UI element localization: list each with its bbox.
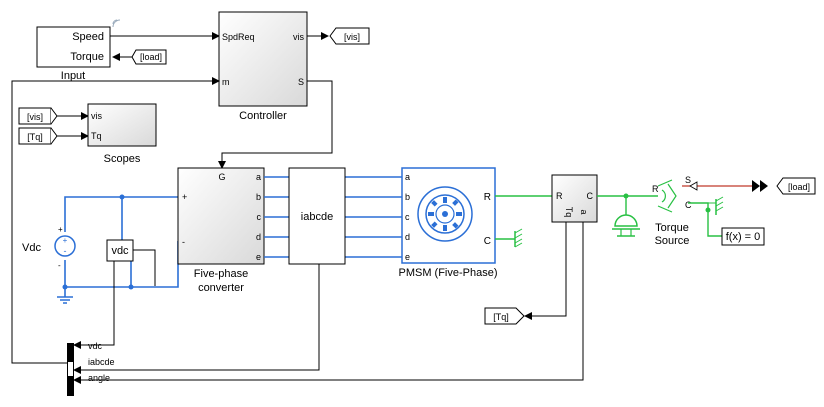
torque-source-block[interactable]: R C S Torque Source — [652, 175, 692, 247]
svg-text:a: a — [405, 172, 410, 182]
scopes-block[interactable]: vis Tq Scopes — [87, 103, 157, 165]
svg-text:c: c — [405, 212, 410, 222]
mechanical-reference-icon — [514, 228, 523, 248]
mux-label-vdc: vdc — [88, 341, 103, 351]
vdc-source-label: Vdc — [22, 242, 41, 254]
svg-text:+: + — [58, 225, 63, 234]
svg-text:R: R — [484, 192, 491, 203]
svg-text:[vis]: [vis] — [27, 112, 43, 122]
svg-text:+: + — [63, 236, 68, 245]
dc-plus-wire — [64, 196, 178, 232]
svg-text:e: e — [256, 252, 261, 262]
pmsm-label: PMSM (Five-Phase) — [398, 267, 497, 279]
controller-port-spdreq: SpdReq — [222, 32, 255, 42]
svg-text:R: R — [556, 191, 563, 201]
converter-label-1: Five-phase — [194, 268, 248, 280]
svg-text:Tq: Tq — [564, 207, 574, 218]
input-label: Input — [61, 70, 85, 82]
svg-text:a: a — [256, 172, 261, 182]
scopes-label: Scopes — [104, 153, 141, 165]
wireless-icon — [112, 19, 121, 28]
svg-text:[load]: [load] — [788, 182, 810, 192]
converter-label-2: converter — [198, 282, 244, 294]
mux-label-angle: angle — [88, 373, 110, 383]
svg-text:[Tq]: [Tq] — [27, 132, 43, 142]
svg-text:a: a — [579, 209, 589, 214]
electrical-ground-icon — [57, 296, 73, 304]
five-phase-converter[interactable]: + - G a b c d e Five-phase converter — [177, 167, 265, 294]
controller-port-vis: vis — [293, 32, 304, 42]
svg-text:d: d — [256, 232, 261, 242]
svg-text:b: b — [256, 192, 261, 202]
controller-label: Controller — [239, 110, 287, 122]
phase-wires — [264, 176, 402, 258]
s-to-converter-line — [218, 80, 333, 169]
mux-block[interactable]: vdc iabcde angle — [67, 341, 115, 396]
load-from-tag[interactable]: [load] — [131, 49, 167, 65]
vdc-aux-line — [133, 249, 156, 286]
torque-source-label-1: Torque — [655, 222, 689, 234]
svg-text:G: G — [218, 172, 225, 182]
input-block[interactable]: Speed Torque Input — [36, 26, 111, 82]
svg-text:c: c — [257, 212, 262, 222]
svg-text:C: C — [587, 191, 594, 201]
controller-port-s: S — [298, 77, 304, 87]
svg-text:b: b — [405, 192, 410, 202]
torque-source-label-2: Source — [655, 235, 690, 247]
scopes-port-tq: Tq — [91, 131, 102, 141]
dc-voltage-source[interactable]: + - + - Vdc — [22, 225, 76, 270]
iabcde-to-mux-line — [68, 264, 320, 371]
solver-configuration-block[interactable]: f(x) = 0 — [721, 227, 765, 246]
svg-text:d: d — [405, 232, 410, 242]
mux-to-m-line — [11, 77, 220, 364]
controller-block[interactable]: SpdReq m vis S Controller — [218, 11, 308, 122]
tq-goto-tag[interactable]: [Tq] — [484, 307, 525, 325]
svg-text:e: e — [405, 252, 410, 262]
inertia-icon — [612, 214, 640, 237]
svg-text:vdc: vdc — [111, 245, 129, 257]
load-from-tag-2[interactable]: [load] — [776, 177, 816, 195]
iabcde-current-sensor[interactable]: iabcde — [288, 167, 346, 265]
svg-text:[Tq]: [Tq] — [493, 312, 509, 322]
svg-text:R: R — [652, 184, 659, 194]
svg-text:[load]: [load] — [140, 52, 162, 62]
svg-text:C: C — [484, 236, 491, 247]
vdc-to-mux-line — [68, 261, 115, 346]
svg-text:-: - — [64, 246, 67, 256]
svg-text:C: C — [685, 200, 692, 210]
angle-to-mux-line — [68, 222, 584, 381]
pmsm-five-phase-block[interactable]: a b c d e R C PMSM (Five-Phase) — [398, 167, 498, 279]
tq-signal-line — [524, 222, 567, 320]
svg-text:-: - — [58, 261, 61, 270]
svg-text:[vis]: [vis] — [344, 32, 360, 42]
vis-goto-tag[interactable]: [vis] — [329, 27, 370, 45]
vdc-voltage-sensor[interactable]: vdc — [106, 239, 134, 262]
svg-text:+: + — [182, 192, 187, 202]
vis-from-tag[interactable]: [vis] — [18, 107, 58, 125]
svg-text:f(x) = 0: f(x) = 0 — [726, 231, 761, 243]
ps-converter-icon — [752, 180, 768, 192]
torque-sensor-block[interactable]: R C Tq a — [551, 174, 598, 223]
svg-text:S: S — [685, 175, 691, 185]
mechanical-reference-icon-2 — [708, 196, 724, 215]
solver-wire — [707, 218, 722, 237]
controller-port-m: m — [222, 77, 230, 87]
svg-text:iabcde: iabcde — [301, 211, 333, 223]
tq-from-tag[interactable]: [Tq] — [18, 127, 58, 145]
scopes-port-vis: vis — [91, 111, 102, 121]
mux-label-iabcde: iabcde — [88, 357, 115, 367]
input-port-torque: Torque — [70, 51, 104, 63]
motor-icon — [417, 186, 473, 242]
svg-text:-: - — [182, 237, 185, 247]
input-port-speed: Speed — [72, 31, 104, 43]
